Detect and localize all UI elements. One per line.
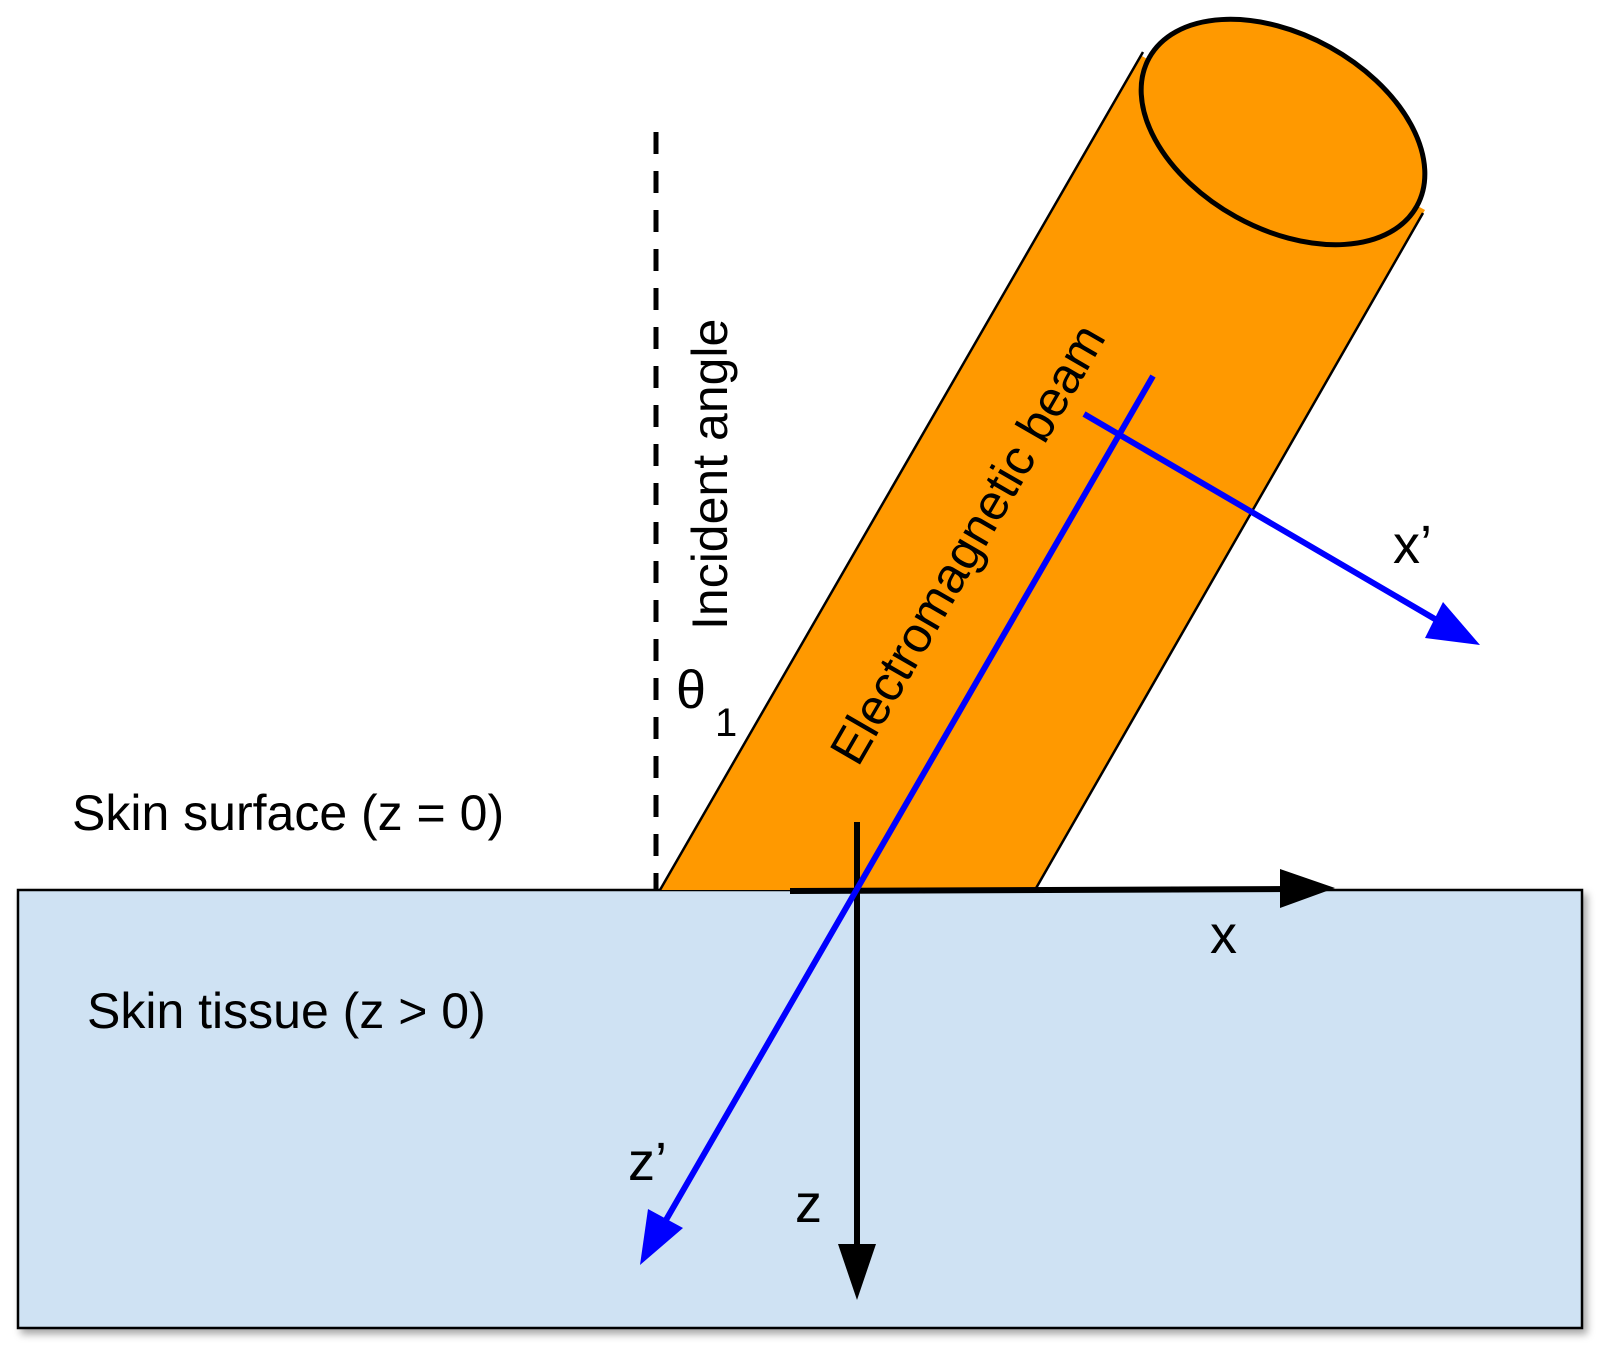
- x-prime-axis-line: [1082, 411, 1442, 625]
- z-prime-axis-arrowhead: [640, 1209, 683, 1265]
- skin-tissue-label: Skin tissue (z > 0): [87, 983, 486, 1039]
- skin-tissue-region: [16, 888, 1584, 1330]
- x-prime-axis-arrowhead: [1425, 602, 1480, 645]
- z-prime-axis-line: [663, 374, 1156, 1222]
- skin-surface-label: Skin surface (z = 0): [72, 785, 504, 841]
- x-axis-line: [789, 886, 1291, 894]
- beam-cylinder-body: [660, 55, 1425, 890]
- x-axis-label: x: [1210, 905, 1237, 965]
- theta-symbol: θ: [676, 660, 706, 720]
- z-axis-label: z: [795, 1174, 822, 1234]
- z-prime-axis-label: z’: [628, 1132, 667, 1192]
- x-prime-axis-label: x’: [1393, 515, 1432, 575]
- x-axis-arrowhead: [1280, 869, 1335, 908]
- beam-right-edge: [1033, 212, 1425, 891]
- z-axis-arrowhead: [838, 1244, 876, 1300]
- beam-left-edge: [658, 51, 1145, 891]
- theta-subscript: 1: [715, 701, 737, 745]
- incident-angle-label: Incident angle: [682, 319, 738, 630]
- beam-cylinder-cap: [1138, 16, 1428, 248]
